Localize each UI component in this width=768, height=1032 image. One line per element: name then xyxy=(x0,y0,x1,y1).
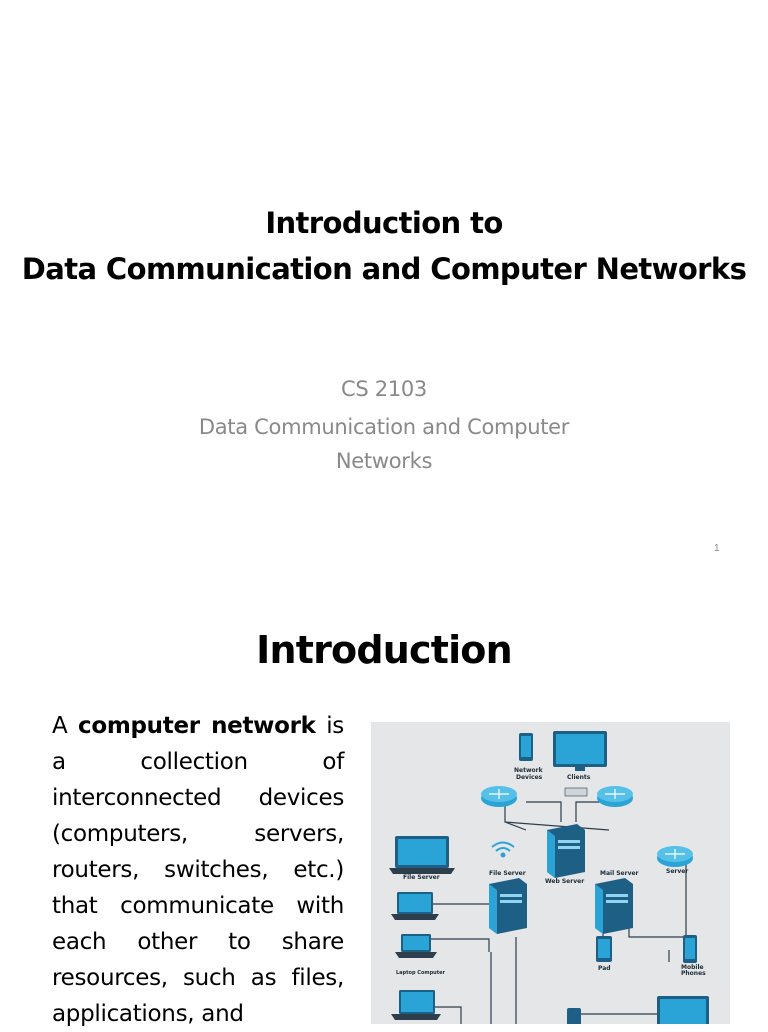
label-mobile-phones-2: Phones xyxy=(681,970,706,977)
router-right-icon xyxy=(597,786,633,807)
laptop-icon-3 xyxy=(391,990,441,1020)
label-file-server-center: File Server xyxy=(489,870,526,877)
slide-subtitle: CS 2103 Data Communication and Computer … xyxy=(120,372,648,478)
bottom-phone-icon xyxy=(567,1008,581,1024)
title-slide: Introduction to Data Communication and C… xyxy=(0,200,768,554)
paragraph-rest: is a collection of interconnected device… xyxy=(52,713,344,1027)
label-laptop-computer: Laptop Computer xyxy=(396,970,446,976)
section-title: Introduction xyxy=(256,628,513,672)
pad-icon xyxy=(596,936,612,962)
label-mail-server: Mail Server xyxy=(600,870,639,877)
label-network-devices-1: Network xyxy=(514,767,544,774)
file-server-tower-icon xyxy=(489,878,527,934)
course-code: CS 2103 xyxy=(340,377,427,401)
title-line-1: Introduction to xyxy=(265,206,503,240)
router-server-icon xyxy=(657,846,693,867)
course-name: Data Communication and Computer Networks xyxy=(198,415,570,473)
definition-paragraph: A computer network is a collection of in… xyxy=(52,708,344,1032)
mobile-phone-icon xyxy=(683,935,697,963)
label-clients: Clients xyxy=(567,774,591,781)
bottom-monitor-icon xyxy=(657,996,709,1024)
wifi-icon xyxy=(491,841,515,858)
page-number: 1 xyxy=(714,543,720,554)
laptop-computer-icon xyxy=(395,934,437,958)
title-line-2: Data Communication and Computer Networks xyxy=(21,252,747,286)
slide-title: Introduction to Data Communication and C… xyxy=(0,200,768,292)
router-left-icon xyxy=(481,786,517,807)
file-server-laptop-icon xyxy=(389,836,455,874)
clients-monitor-icon xyxy=(553,731,607,771)
key-term: computer network xyxy=(78,713,316,739)
label-server: Server xyxy=(666,868,688,875)
paragraph-lead: A xyxy=(52,713,79,739)
network-devices-phone-icon xyxy=(519,733,533,761)
network-diagram-svg: Network Devices Clients Server xyxy=(389,731,709,1024)
mail-server-icon xyxy=(595,878,633,934)
switch-icon xyxy=(564,787,588,797)
label-pad: Pad xyxy=(598,965,611,972)
label-network-devices-2: Devices xyxy=(516,774,543,781)
laptop-icon-1 xyxy=(391,892,439,920)
web-server-icon xyxy=(547,824,585,878)
label-web-server: Web Server xyxy=(545,878,584,885)
label-mobile-phones-1: Mobile xyxy=(681,964,704,971)
network-diagram: Network Devices Clients Server xyxy=(371,722,730,1024)
label-file-server-left: File Server xyxy=(403,874,440,881)
